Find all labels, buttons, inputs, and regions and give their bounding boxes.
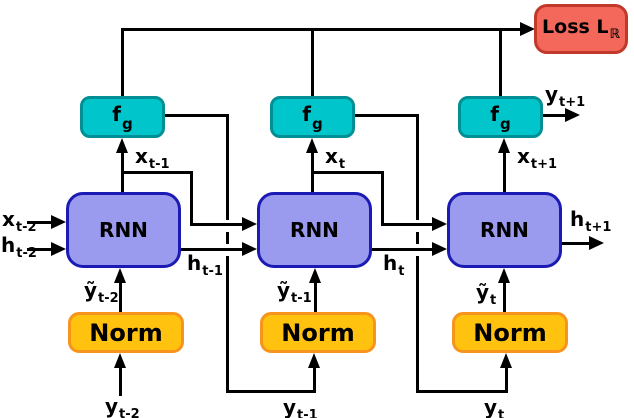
rnn-label: RNN xyxy=(290,218,339,242)
label-x-t-1: xt-1 xyxy=(135,144,170,172)
label-x-t-plus-1: xt+1 xyxy=(517,144,558,172)
arrowhead-into-fg2 xyxy=(306,138,318,153)
norm-box-3: Norm xyxy=(452,312,568,353)
arrowhead-x-into-rnn3 xyxy=(432,217,447,231)
loss-box: Loss Lℝ xyxy=(534,4,628,54)
arrowhead-into-norm2 xyxy=(308,353,320,368)
label-h-t: ht xyxy=(383,251,405,279)
arrowhead-into-rnn3-bottom xyxy=(498,268,510,283)
arrowhead-into-loss xyxy=(520,22,535,36)
label-y-t-2: yt-2 xyxy=(105,394,140,418)
edge-fg1-out-c xyxy=(226,232,229,244)
arrowhead-into-rnn1-bottom xyxy=(114,268,126,283)
edge-x-branch-1c xyxy=(190,223,245,226)
arrowhead-h-into-rnn2 xyxy=(242,242,257,256)
fg-box-1: fg xyxy=(80,96,165,138)
norm-label: Norm xyxy=(473,318,547,347)
norm-box-1: Norm xyxy=(68,312,184,353)
edge-x-branch-1b xyxy=(190,171,193,226)
label-y-t: yt xyxy=(484,395,505,418)
fg-label: fg xyxy=(112,101,133,133)
arrowhead-htp1-out xyxy=(589,236,604,250)
edge-fg2-out-e xyxy=(416,390,508,393)
arrowhead-x-into-rnn2 xyxy=(242,217,257,231)
edge-rnn3-to-fg3 xyxy=(503,150,506,194)
edge-top-rail xyxy=(121,28,521,31)
edge-norm2-to-rnn2 xyxy=(314,280,317,314)
edge-x-branch-2b xyxy=(381,171,384,226)
edge-fg2-out-c xyxy=(416,232,419,244)
label-x-t: xt xyxy=(325,144,346,172)
edge-htm2-input xyxy=(27,248,54,251)
edge-fg2-out-d xyxy=(416,256,419,393)
label-x-t-2: xt-2 xyxy=(2,207,37,235)
loss-label: Loss Lℝ xyxy=(542,16,620,42)
arrowhead-h-into-rnn3 xyxy=(432,242,447,256)
edge-norm3-to-rnn3 xyxy=(503,280,506,314)
arrowhead-into-fg1 xyxy=(116,138,128,153)
rnn-box-2: RNN xyxy=(257,192,372,268)
arrowhead-xtm2-into-rnn1 xyxy=(51,215,66,229)
edge-ytm2-to-norm1 xyxy=(119,367,122,396)
rnn-box-1: RNN xyxy=(66,192,181,268)
edge-xtm2-input xyxy=(27,221,54,224)
label-h-t-1: ht-1 xyxy=(187,251,223,279)
edge-fg1-out-e xyxy=(226,390,316,393)
edge-htp1-out xyxy=(562,242,591,245)
edge-fg3-out xyxy=(542,114,567,117)
fg-label: fg xyxy=(302,101,323,133)
edge-fg2-out-b xyxy=(416,114,419,220)
norm-label: Norm xyxy=(281,318,355,347)
edge-norm1-to-rnn1 xyxy=(119,280,122,314)
label-h-t-2: ht-2 xyxy=(1,233,37,261)
rnn-label: RNN xyxy=(99,218,148,242)
arrowhead-into-norm1 xyxy=(114,353,126,368)
arrowhead-into-rnn2-bottom xyxy=(309,268,321,283)
edge-fg1-out-f xyxy=(313,365,316,393)
edge-x-branch-2a xyxy=(311,171,384,174)
edge-fg2-to-rail xyxy=(311,28,314,98)
edge-x-branch-1a xyxy=(121,171,193,174)
norm-label: Norm xyxy=(89,318,163,347)
edge-x-branch-2c xyxy=(381,223,435,226)
label-h-t-plus-1: ht+1 xyxy=(570,207,612,235)
arrowhead-ytp1-out xyxy=(565,108,580,122)
edge-fg2-out-f xyxy=(505,365,508,393)
edge-fg1-to-rail xyxy=(121,28,124,98)
label-y-t-1: yt-1 xyxy=(283,395,318,418)
edge-fg1-out-b xyxy=(226,114,229,220)
fg-box-3: fg xyxy=(458,96,543,138)
edge-h-rnn1-to-rnn2 xyxy=(181,248,245,251)
label-y-t-plus-1: yt+1 xyxy=(545,82,586,110)
arrowhead-into-fg3 xyxy=(498,138,510,153)
fg-label: fg xyxy=(490,101,511,133)
arrowhead-htm2-into-rnn1 xyxy=(51,242,66,256)
rnn-box-3: RNN xyxy=(447,192,562,268)
edge-fg3-to-rail xyxy=(499,28,502,98)
fg-box-2: fg xyxy=(270,96,355,138)
norm-box-2: Norm xyxy=(260,312,376,353)
arrowhead-into-norm3 xyxy=(500,353,512,368)
edge-fg1-out-a xyxy=(165,114,229,117)
edge-fg2-out-a xyxy=(355,114,419,117)
edge-h-rnn2-to-rnn3 xyxy=(372,248,435,251)
edge-fg1-out-d xyxy=(226,256,229,393)
rnn-label: RNN xyxy=(480,218,529,242)
label-y-tilde-t-2: ỹt-2 xyxy=(84,278,119,306)
label-y-tilde-t: ỹt xyxy=(476,280,497,308)
label-y-tilde-t-1: ỹt-1 xyxy=(277,278,312,306)
